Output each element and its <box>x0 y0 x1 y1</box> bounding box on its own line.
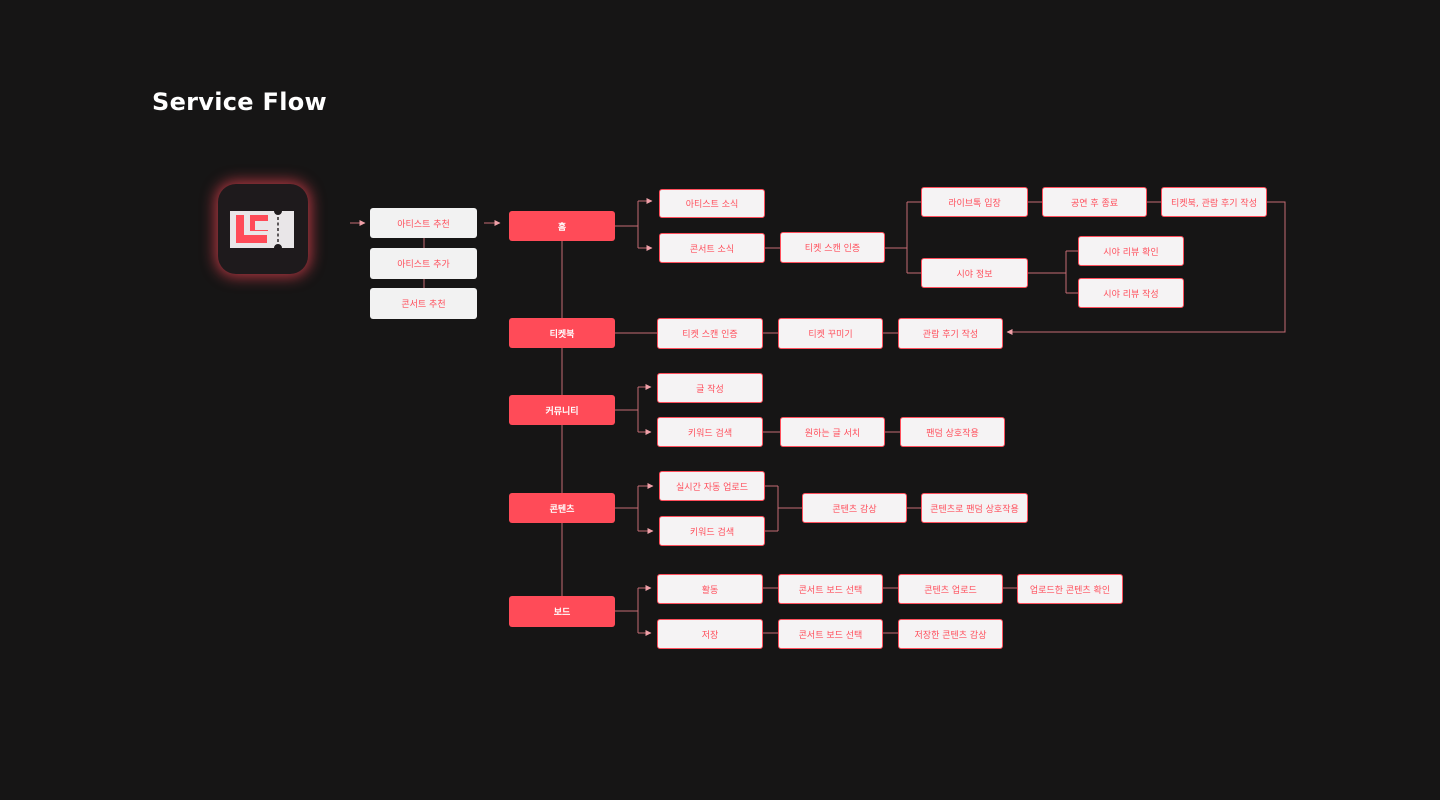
nav-ticketbook[interactable]: 티켓북 <box>509 318 615 348</box>
home-artist-news[interactable]: 아티스트 소식 <box>659 189 765 218</box>
contents-auto-upload[interactable]: 실시간 자동 업로드 <box>659 471 765 501</box>
board-activity[interactable]: 활동 <box>657 574 763 604</box>
nav-board[interactable]: 보드 <box>509 596 615 627</box>
ticketbook-decorate[interactable]: 티켓 꾸미기 <box>778 318 883 349</box>
board-select-board[interactable]: 콘서트 보드 선택 <box>778 574 883 604</box>
nav-community[interactable]: 커뮤니티 <box>509 395 615 425</box>
contents-watch[interactable]: 콘텐츠 감상 <box>802 493 907 523</box>
home-seat-info[interactable]: 시야 정보 <box>921 258 1028 288</box>
board-upload[interactable]: 콘텐츠 업로드 <box>898 574 1003 604</box>
home-concert-news[interactable]: 콘서트 소식 <box>659 233 765 263</box>
onboarding-concert-recommend[interactable]: 콘서트 추천 <box>370 288 477 319</box>
home-live-talk[interactable]: 라이브톡 입장 <box>921 187 1028 217</box>
nav-home[interactable]: 홈 <box>509 211 615 241</box>
community-write-post[interactable]: 글 작성 <box>657 373 763 403</box>
community-keyword-search[interactable]: 키워드 검색 <box>657 417 763 447</box>
home-seat-review-check[interactable]: 시야 리뷰 확인 <box>1078 236 1184 266</box>
home-show-end[interactable]: 공연 후 종료 <box>1042 187 1147 217</box>
nav-contents[interactable]: 콘텐츠 <box>509 493 615 523</box>
board-check-uploaded[interactable]: 업로드한 콘텐츠 확인 <box>1017 574 1123 604</box>
board-watch-saved[interactable]: 저장한 콘텐츠 감상 <box>898 619 1003 649</box>
home-write-ticketbook[interactable]: 티켓북, 관람 후기 작성 <box>1161 187 1267 217</box>
contents-keyword-search[interactable]: 키워드 검색 <box>659 516 765 546</box>
home-ticket-scan[interactable]: 티켓 스캔 인증 <box>780 232 885 263</box>
onboarding-artist-recommend[interactable]: 아티스트 추천 <box>370 208 477 238</box>
ticketbook-ticket-scan[interactable]: 티켓 스캔 인증 <box>657 318 763 349</box>
home-seat-review-write[interactable]: 시야 리뷰 작성 <box>1078 278 1184 308</box>
board-save[interactable]: 저장 <box>657 619 763 649</box>
ticket-icon <box>218 184 308 274</box>
onboarding-artist-add[interactable]: 아티스트 추가 <box>370 248 477 279</box>
contents-fandom[interactable]: 콘텐츠로 팬덤 상호작용 <box>921 493 1028 523</box>
community-fandom[interactable]: 팬덤 상호작용 <box>900 417 1005 447</box>
ticketbook-review[interactable]: 관람 후기 작성 <box>898 318 1003 349</box>
community-search-post[interactable]: 원하는 글 서치 <box>780 417 885 447</box>
page-title: Service Flow <box>152 88 328 116</box>
board-select-board-2[interactable]: 콘서트 보드 선택 <box>778 619 883 649</box>
